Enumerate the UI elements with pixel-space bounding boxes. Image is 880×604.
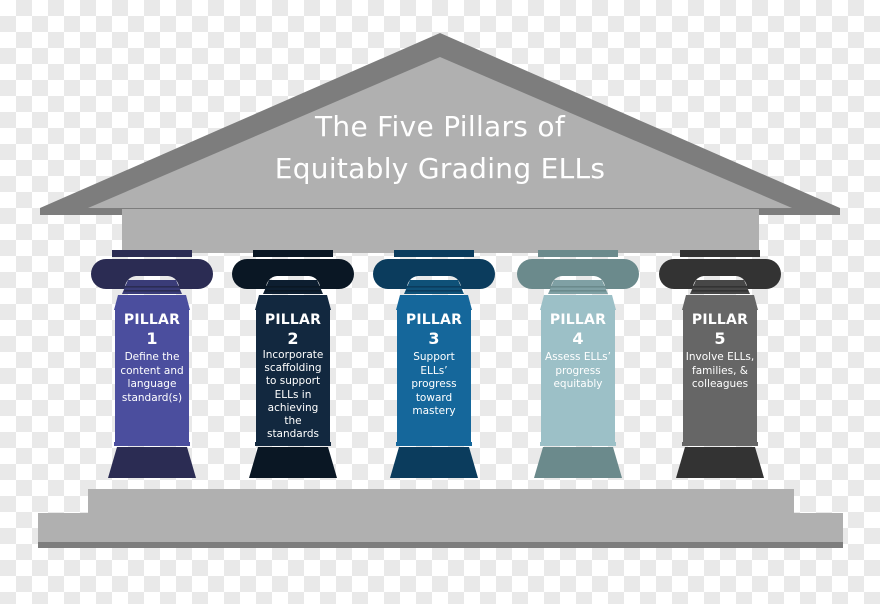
- pillar-4-shaft: PILLAR 4 Assess ELLs’ progress equitably: [541, 308, 615, 444]
- pillar-5-capital: [658, 250, 782, 300]
- pediment: [0, 0, 880, 215]
- pillar-5-description: Involve ELLs, families, & colleagues: [685, 351, 755, 390]
- pillar-4[interactable]: PILLAR 4 Assess ELLs’ progress equitably: [516, 250, 640, 495]
- pillar-3-label: PILLAR: [405, 312, 463, 328]
- pillar-2-capital: [231, 250, 355, 300]
- pillar-4-collar: [516, 295, 640, 311]
- pillar-1-collar: [90, 295, 214, 311]
- pillar-1[interactable]: PILLAR 1 Define the content and language…: [90, 250, 214, 495]
- pillar-1-label: PILLAR: [123, 312, 181, 328]
- pillar-4-label: PILLAR: [549, 312, 607, 328]
- pillar-5[interactable]: PILLAR 5 Involve ELLs, families, & colle…: [658, 250, 782, 495]
- pediment-inner-shape: [88, 57, 792, 208]
- pillar-5-shaft: PILLAR 5 Involve ELLs, families, & colle…: [683, 308, 757, 444]
- pillar-1-capital: [90, 250, 214, 300]
- pillar-row: PILLAR 1 Define the content and language…: [0, 250, 880, 495]
- pillar-2[interactable]: PILLAR 2 Incorporate scaffolding to supp…: [231, 250, 355, 495]
- pillar-2-number: 2: [287, 329, 299, 348]
- pillar-2-description: Incorporate scaffolding to support ELLs …: [262, 349, 324, 441]
- pillar-3-capital: [372, 250, 496, 300]
- pillar-1-base: [90, 442, 214, 480]
- pillar-1-shaft: PILLAR 1 Define the content and language…: [115, 308, 189, 444]
- pillar-3-number: 3: [428, 329, 440, 348]
- pillar-4-base: [516, 442, 640, 480]
- platform-shadow: [38, 542, 843, 548]
- pillar-5-number: 5: [714, 329, 726, 348]
- pillar-2-base: [231, 442, 355, 480]
- pillar-2-label: PILLAR: [264, 312, 322, 328]
- pillar-1-number: 1: [146, 329, 158, 348]
- platform-step-lower: [38, 513, 843, 544]
- entablature: [122, 209, 759, 253]
- pillar-3-description: Support ELLs’ progress toward mastery: [411, 351, 457, 417]
- pillar-4-capital: [516, 250, 640, 300]
- pillar-3-base: [372, 442, 496, 480]
- pillar-5-base: [658, 442, 782, 480]
- pillar-4-description: Assess ELLs’ progress equitably: [544, 351, 611, 390]
- pillar-5-collar: [658, 295, 782, 311]
- pillar-2-collar: [231, 295, 355, 311]
- pillar-5-label: PILLAR: [691, 312, 749, 328]
- pillar-2-shaft: PILLAR 2 Incorporate scaffolding to supp…: [256, 308, 330, 444]
- pillar-4-number: 4: [572, 329, 584, 348]
- platform-step-upper: [88, 489, 794, 515]
- pillar-3-shaft: PILLAR 3 Support ELLs’ progress toward m…: [397, 308, 471, 444]
- pillar-1-description: Define the content and language standard…: [120, 351, 184, 404]
- pillar-3-collar: [372, 295, 496, 311]
- pillar-3[interactable]: PILLAR 3 Support ELLs’ progress toward m…: [372, 250, 496, 495]
